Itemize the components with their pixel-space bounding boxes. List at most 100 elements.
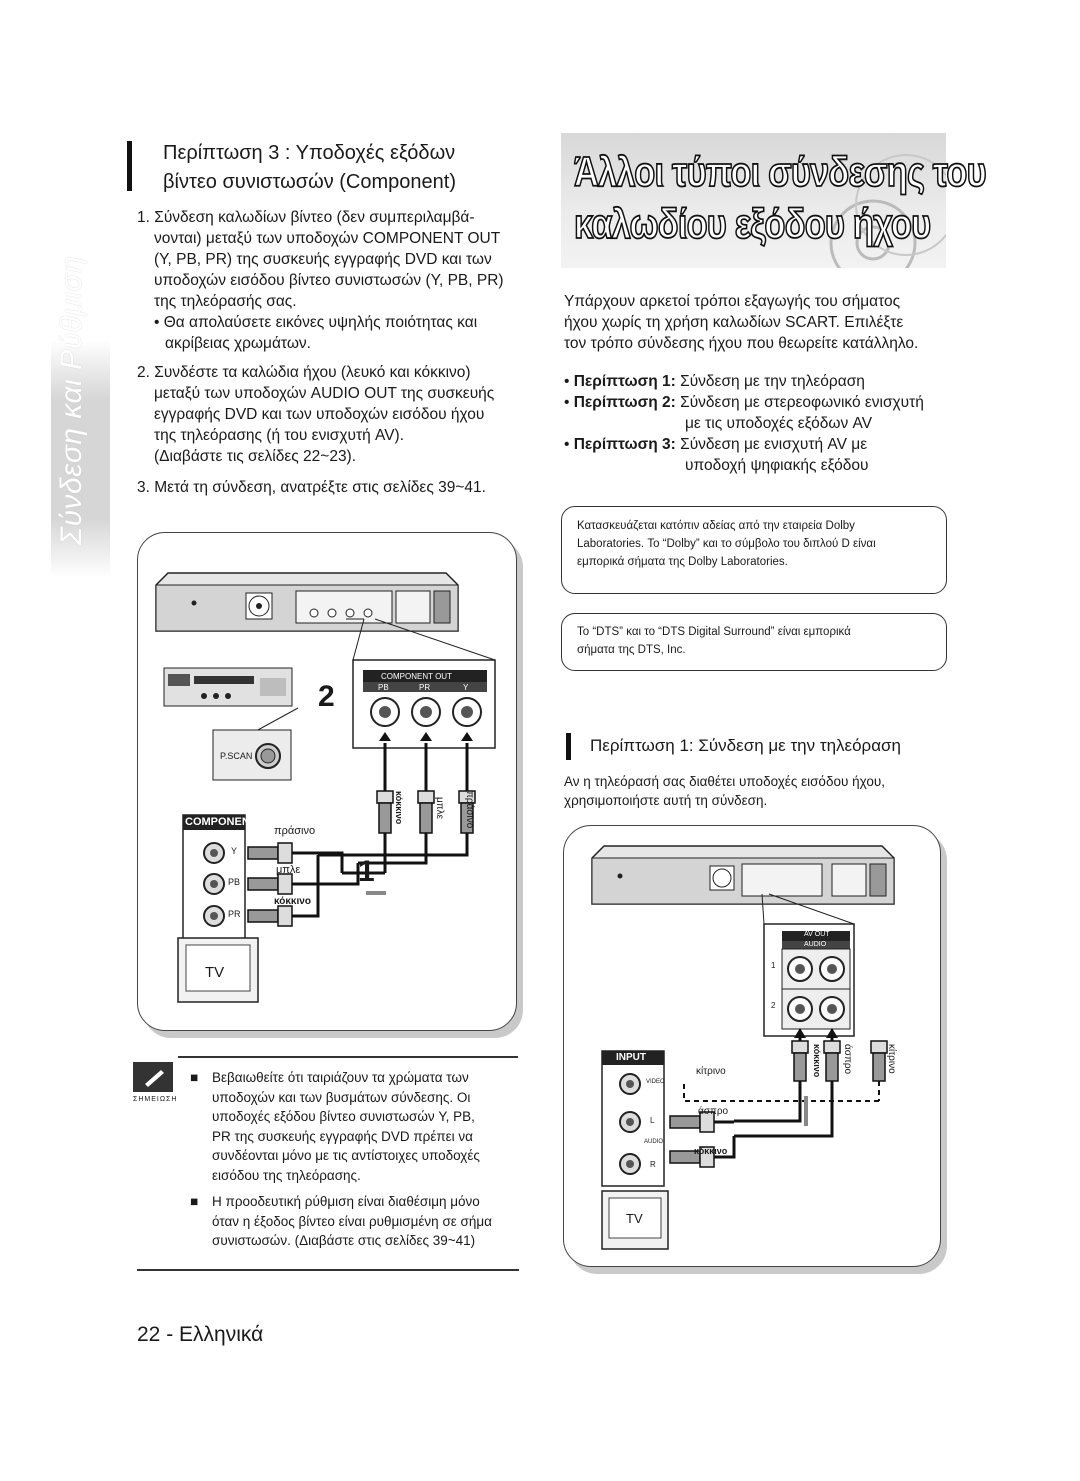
dts-line: σήματα της DTS, Inc. <box>577 644 686 656</box>
pencil-icon <box>145 1070 164 1087</box>
heading-bar <box>127 141 132 191</box>
desc-line: Αν η τηλεόρασή σας διαθέτει υποδοχές εισ… <box>564 774 885 789</box>
intro-line: τον τρόπο σύνδεσης ήχου που θεωρείτε κατ… <box>564 335 919 352</box>
l-label: L <box>650 1116 655 1125</box>
port-pb-label: PB <box>228 877 241 887</box>
case3-heading-line1: Περίπτωση 3 : Υποδοχές εξόδων <box>163 142 456 164</box>
green-label: πράσινο <box>274 825 316 837</box>
intro-line: ήχου χωρίς τη χρήση καλωδίων SCART. Επιλ… <box>564 314 904 331</box>
note-line: PR της συσκευής εγγραφής DVD πρέπει να <box>212 1128 473 1144</box>
step-2: 2. Συνδέστε τα καλώδια ήχου (λευκό και κ… <box>137 362 527 467</box>
case1-heading: Περίπτωση 1: Σύνδεση με την τηλεόραση <box>590 736 902 755</box>
step-number-2: 2 <box>318 680 335 713</box>
dvd-recorder-back <box>155 572 459 632</box>
bullet-line: • Θα απολαύσετε εικόνες υψηλής ποιότητας… <box>154 314 478 331</box>
step2-line: της τηλεόρασης (ή του ενισχυτή AV). <box>154 427 405 444</box>
dolby-box: Κατασκευάζεται κατόπιν αδείας από την ετ… <box>561 506 947 594</box>
title-banner <box>561 133 946 268</box>
bullet-line: ακρίβειας χρωμάτων. <box>165 335 311 352</box>
case-label: Περίπτωση 1: <box>573 373 676 390</box>
case-text-cont: με τις υποδοχές εξόδων AV <box>685 415 873 432</box>
tv-icon <box>177 937 259 1003</box>
case-text: Σύνδεση με ενισχυτή AV με <box>680 436 868 453</box>
red-label: κόκκινο <box>274 896 311 907</box>
disc-icon <box>829 154 946 268</box>
dvd-recorder-back <box>591 845 895 905</box>
step1-line: νονται) μεταξύ των υποδοχών COMPONENT OU… <box>154 230 501 247</box>
red-vertical-label: κόκκινο <box>812 1044 822 1078</box>
case3-heading-line2: βίντεο συνιστωσών (Component) <box>163 171 456 193</box>
step2-line: μεταξύ των υποδοχών AUDIO OUT της συσκευ… <box>154 385 495 402</box>
banner-title-line1: Άλλοι τύποι σύνδεσης του <box>573 147 987 196</box>
yellow-vertical-label: κίτρινο <box>886 1044 897 1074</box>
note-icon <box>133 1062 173 1092</box>
case1-heading-bar <box>566 733 571 760</box>
note-line: υποδοχές εξόδου βίντεο συνιστωσών Y, PB, <box>212 1109 475 1124</box>
case-label: Περίπτωση 3: <box>573 436 676 453</box>
note-line: συνιστωσών. (Διαβάστε στις σελίδες 39~41… <box>212 1233 476 1248</box>
component-diagram-panel: COMPONENT OUT PB PR Y P.SCAN 2 1 COMPONE… <box>137 532 517 1031</box>
side-tab-label: Σύνδεση και Ρύθμιση <box>55 255 88 545</box>
step2-line: 2. Συνδέστε τα καλώδια ήχου (λευκό και κ… <box>137 364 471 381</box>
intro-line: Υπάρχουν αρκετοί τρόποι εξαγωγής του σήμ… <box>564 293 901 310</box>
note-line: συνδέονται μόνο με τις αντίστοιχες υποδο… <box>212 1148 480 1163</box>
case-text: Σύνδεση με στερεοφωνικό ενισχυτή <box>680 394 924 411</box>
step2-line: εγγραφής DVD και των υποδοχών εισόδου ήχ… <box>154 406 485 423</box>
step2-line: (Διαβάστε τις σελίδες 22~23). <box>154 448 357 465</box>
case-item: • Περίπτωση 3: Σύνδεση με ενισχυτή AV με <box>564 436 868 453</box>
case-text-cont: υποδοχή ψηφιακής εξόδου <box>685 457 869 474</box>
port-y-label: Y <box>231 846 238 856</box>
green-vertical-label: πράσινο <box>464 791 475 829</box>
white-label: άσπρο <box>698 1106 729 1117</box>
case-item: • Περίπτωση 1: Σύνδεση με την τηλεόραση <box>564 373 865 390</box>
step-1: 1. Σύνδεση καλωδίων βίντεο (δεν συμπεριλ… <box>137 207 527 354</box>
step1-line: της τηλεόρασής σας. <box>154 293 297 310</box>
case3-heading: Περίπτωση 3 : Υποδοχές εξόδων βίντεο συν… <box>163 139 456 197</box>
case-item: • Περίπτωση 2: Σύνδεση με στερεοφωνικό ε… <box>564 394 924 411</box>
white-vertical-label: άσπρο <box>842 1044 853 1075</box>
note-line: Η προοδευτική ρύθμιση είναι διαθέσιμη μό… <box>212 1194 480 1209</box>
row1-label: 1 <box>771 961 776 970</box>
port-pr-label: PR <box>228 909 241 919</box>
banner-title-line2: καλωδίου εξόδου ήχου <box>573 199 932 248</box>
red-label: κόκκινο <box>694 1146 728 1156</box>
audio-diagram-panel: AV OUT AUDIO 1 2 INPUT VIDEO L AUDIO R κ… <box>563 825 941 1267</box>
dts-box: Το “DTS” και το “DTS Digital Surround” ε… <box>561 613 947 671</box>
audio-label: AUDIO <box>804 941 827 948</box>
pr-label: PR <box>419 683 431 692</box>
note-line: υποδοχών και των βυσμάτων σύνδεσης. Οι <box>212 1089 471 1105</box>
step-3: 3. Μετά τη σύνδεση, ανατρέξτε στις σελίδ… <box>137 479 486 496</box>
page-footer: 22 - Ελληνικά <box>137 1323 263 1347</box>
note-label: ΣΗΜΕΙΩΣΗ <box>133 1096 178 1103</box>
tv-icon <box>601 1190 669 1250</box>
note-item-1: ■ Βεβαιωθείτε ότι ταιριάζουν τα χρώματα … <box>190 1068 515 1185</box>
yellow-label: κίτρινο <box>696 1066 726 1077</box>
note-line: όταν η έξοδος βίντεο είναι ρυθμισμένη σε… <box>212 1213 492 1229</box>
component-out-label: COMPONENT OUT <box>381 672 452 681</box>
audio-diagram <box>591 845 895 1250</box>
note-top-rule <box>178 1056 518 1058</box>
step1-line: υποδοχών εισόδου βίντεο συνιστωσών (Y, P… <box>154 272 504 289</box>
av-out-label: AV OUT <box>804 931 830 938</box>
dolby-line: εμπορικά σήματα της Dolby Laboratories. <box>577 556 788 568</box>
step-number-1: 1 <box>358 855 375 888</box>
case1-desc: Αν η τηλεόρασή σας διαθέτει υποδοχές εισ… <box>564 772 885 810</box>
desc-line: χρησιμοποιήστε αυτή τη σύνδεση. <box>564 793 768 808</box>
step1-line: 1. Σύνδεση καλωδίων βίντεο (δεν συμπεριλ… <box>137 209 475 226</box>
case-label: Περίπτωση 2: <box>573 394 676 411</box>
dolby-line: Κατασκευάζεται κατόπιν αδείας από την ετ… <box>577 520 855 532</box>
video-label: VIDEO <box>646 1079 665 1085</box>
pb-label: PB <box>378 683 389 692</box>
audio-input-label: AUDIO <box>644 1139 664 1145</box>
component-diagram <box>155 572 496 1003</box>
pscan-label: P.SCAN <box>220 751 253 761</box>
dts-line: Το “DTS” και το “DTS Digital Surround” ε… <box>577 626 851 638</box>
input-label: INPUT <box>616 1052 646 1063</box>
case-text: Σύνδεση με την τηλεόραση <box>680 373 865 390</box>
tv-label: TV <box>205 964 225 981</box>
dvd-recorder-front <box>163 667 293 707</box>
dolby-line: Laboratories. Το “Dolby” και το σύμβολο … <box>577 538 876 550</box>
side-tab <box>51 340 110 578</box>
tv-label: TV <box>626 1211 643 1226</box>
note-line: Βεβαιωθείτε ότι ταιριάζουν τα χρώματα τω… <box>212 1070 469 1085</box>
